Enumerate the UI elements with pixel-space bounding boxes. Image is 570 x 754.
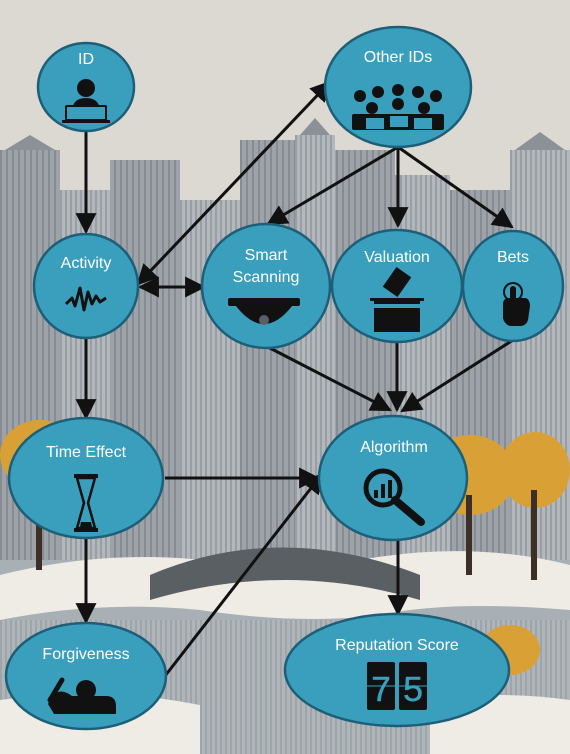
node-label-activity: Activity — [60, 255, 112, 272]
node-smart-scanning — [200, 222, 332, 350]
edge-forgiveness-algorithm — [163, 472, 324, 677]
node-algorithm — [317, 414, 469, 542]
activity-waveform-icon — [64, 286, 107, 312]
hourglass-icon — [74, 474, 98, 532]
node-label-valuation: Valuation — [364, 249, 430, 266]
score-digit-1: 7 — [370, 671, 392, 712]
node-label-id: ID — [78, 51, 94, 68]
node-label-smart-scanning-line1: Smart — [244, 247, 288, 264]
hand-tap-icon — [503, 282, 530, 326]
ballot-box-icon — [370, 267, 424, 332]
node-label-smart-scanning-line2: Scanning — [232, 269, 300, 286]
people-group-icon — [352, 84, 444, 130]
node-activity — [32, 232, 140, 340]
node-label-forgiveness: Forgiveness — [42, 646, 130, 663]
edge-otherids-bets — [397, 145, 514, 229]
edge-bets-algorithm — [400, 338, 514, 413]
node-forgiveness — [4, 621, 168, 731]
magnifier-chart-icon — [363, 468, 425, 526]
node-label-time-effect: Time Effect — [45, 444, 127, 461]
score-display: 7 5 — [367, 662, 427, 712]
node-reputation-score — [283, 612, 511, 728]
relaxing-person-icon — [47, 677, 116, 714]
node-label-reputation-score: Reputation Score — [335, 637, 459, 654]
node-label-algorithm: Algorithm — [360, 439, 428, 456]
score-digit-2: 5 — [402, 671, 424, 712]
edge-otherids-smartscanning — [266, 145, 399, 226]
edge-smartscanning-algorithm — [263, 343, 392, 412]
person-laptop-icon — [62, 79, 110, 123]
dome-camera-icon — [228, 298, 300, 325]
node-label-bets: Bets — [496, 249, 529, 266]
edge-activity-otherids — [136, 80, 332, 286]
node-label-other-ids: Other IDs — [363, 49, 433, 66]
